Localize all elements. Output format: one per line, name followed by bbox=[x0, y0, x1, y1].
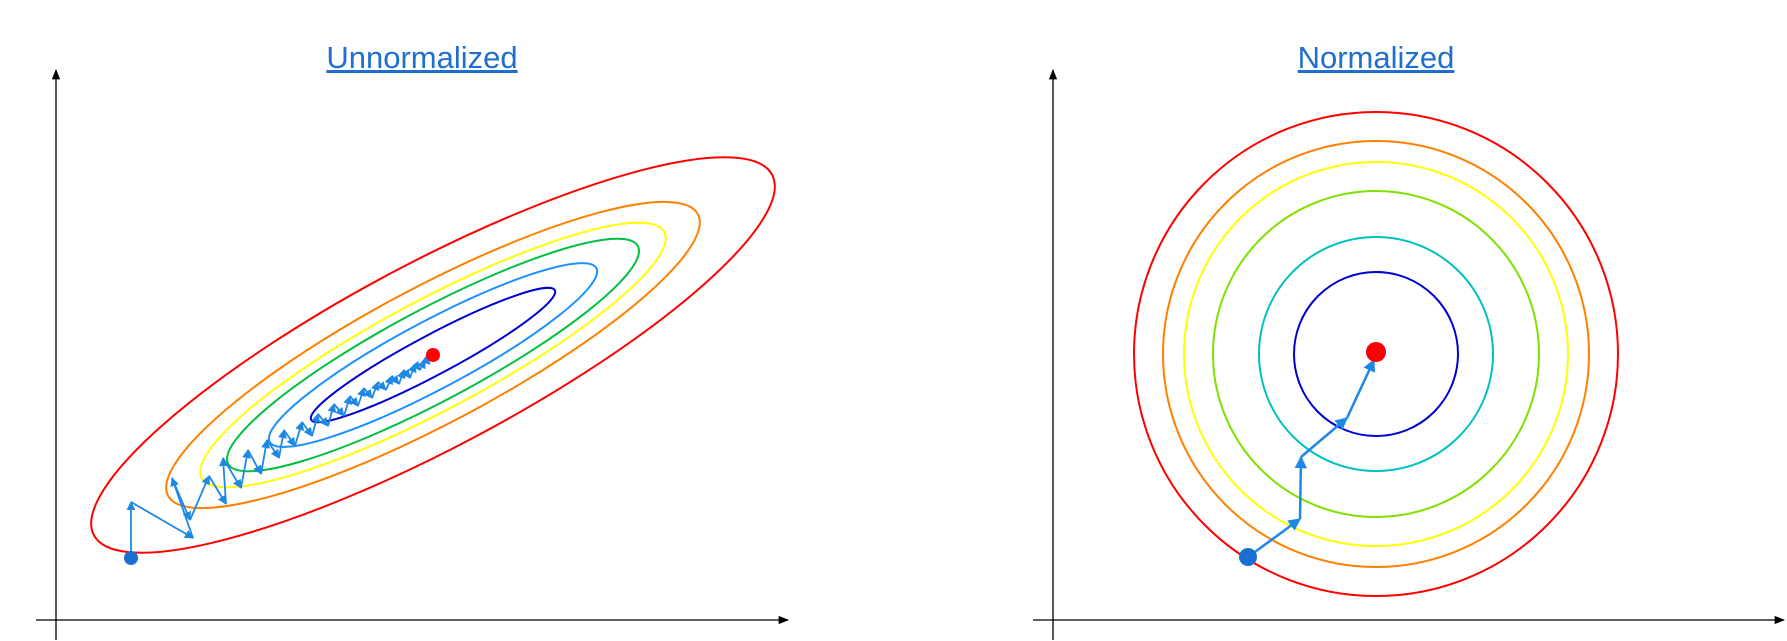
right-axes bbox=[1033, 68, 1786, 640]
right-contour-5 bbox=[1258, 236, 1494, 472]
left-step-30 bbox=[401, 368, 411, 379]
left-step-32 bbox=[411, 360, 421, 371]
right-descent-path bbox=[1247, 358, 1376, 559]
left-minimum-point bbox=[426, 348, 440, 362]
left-step-24 bbox=[363, 387, 373, 399]
left-step-2 bbox=[130, 501, 194, 539]
right-contour-6 bbox=[1293, 271, 1459, 437]
left-descent-path bbox=[126, 355, 431, 558]
right-start-point bbox=[1239, 548, 1257, 566]
left-step-23 bbox=[357, 387, 366, 407]
left-step-34 bbox=[420, 355, 431, 365]
left-step-26 bbox=[377, 381, 387, 391]
right-contour-3 bbox=[1183, 161, 1569, 547]
left-step-21 bbox=[343, 395, 352, 417]
left-step-31 bbox=[408, 363, 417, 379]
left-step-16 bbox=[301, 421, 313, 437]
left-step-6 bbox=[208, 475, 227, 505]
left-axes bbox=[36, 68, 790, 640]
left-step-7 bbox=[219, 457, 229, 505]
left-start-point bbox=[124, 551, 138, 565]
left-step-15 bbox=[294, 421, 305, 447]
left-step-33 bbox=[417, 359, 426, 371]
left-step-17 bbox=[311, 413, 321, 437]
unnormalized-title: Unnormalized bbox=[326, 40, 518, 75]
left-step-10 bbox=[247, 449, 262, 475]
left-step-25 bbox=[370, 381, 380, 399]
right-contour-4 bbox=[1212, 190, 1540, 518]
left-step-18 bbox=[317, 413, 329, 427]
right-contours bbox=[1133, 111, 1619, 597]
right-contour-1 bbox=[1133, 111, 1619, 597]
left-step-27 bbox=[384, 375, 393, 391]
right-contour-2 bbox=[1162, 140, 1590, 568]
left-step-8 bbox=[222, 457, 242, 489]
left-step-14 bbox=[283, 429, 296, 447]
right-step-3 bbox=[1300, 417, 1348, 458]
left-contour-2 bbox=[165, 200, 701, 510]
right-step-4 bbox=[1345, 358, 1376, 419]
left-step-9 bbox=[240, 449, 251, 489]
left-contour-6 bbox=[309, 286, 557, 424]
right-minimum-point bbox=[1366, 342, 1386, 362]
left-step-11 bbox=[260, 439, 271, 475]
left-step-4 bbox=[171, 477, 191, 521]
left-step-12 bbox=[266, 439, 280, 459]
left-step-29 bbox=[397, 369, 406, 385]
left-step-13 bbox=[278, 429, 288, 459]
left-step-20 bbox=[333, 403, 345, 417]
left-step-22 bbox=[349, 395, 359, 407]
normalized-title: Normalized bbox=[1297, 40, 1455, 75]
left-step-5 bbox=[189, 475, 210, 521]
left-contour-4 bbox=[226, 237, 640, 473]
left-step-28 bbox=[390, 374, 400, 385]
left-step-19 bbox=[327, 403, 337, 427]
right-step-1 bbox=[1247, 517, 1302, 559]
right-step-2 bbox=[1294, 455, 1308, 520]
